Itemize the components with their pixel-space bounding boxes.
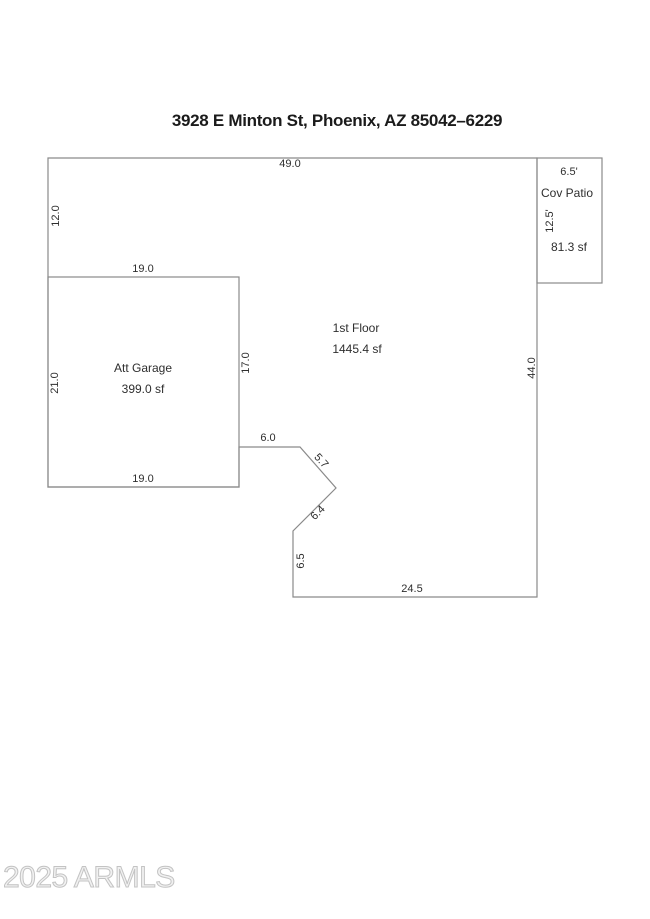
armls-watermark: 2025 ARMLS xyxy=(3,861,176,895)
patio-outline xyxy=(536,157,603,284)
dim-left-upper: 12.0 xyxy=(50,205,62,226)
first-floor-outline xyxy=(47,157,538,598)
dim-garage-bottom: 19.0 xyxy=(132,473,153,485)
dim-garage-left: 21.0 xyxy=(49,372,61,393)
dim-notch-horizontal: 6.0 xyxy=(260,432,275,444)
patio-name: Cov Patio xyxy=(541,186,593,200)
dim-bottom-width: 24.5 xyxy=(401,583,422,595)
dim-garage-top: 19.0 xyxy=(132,263,153,275)
first-floor-name: 1st Floor xyxy=(333,321,380,335)
dim-notch-vertical: 6.5 xyxy=(295,553,307,568)
dim-notch-diagonal-upper: 5.7 xyxy=(311,451,330,470)
page-title: 3928 E Minton St, Phoenix, AZ 85042–6229 xyxy=(171,111,503,130)
garage-outline xyxy=(47,276,240,488)
garage-area: 399.0 sf xyxy=(122,382,165,396)
garage-name: Att Garage xyxy=(114,361,172,375)
patio-area: 81.3 sf xyxy=(551,240,588,254)
dim-notch-diagonal-lower: 6.4 xyxy=(308,503,327,522)
patio-width-label: 6.5' xyxy=(560,166,577,178)
first-floor-area: 1445.4 sf xyxy=(332,342,382,356)
patio-depth-label: 12.5' xyxy=(544,209,556,233)
dim-right-height: 44.0 xyxy=(526,357,538,378)
dim-top-width: 49.0 xyxy=(279,158,300,170)
dim-garage-right: 17.0 xyxy=(240,352,252,373)
